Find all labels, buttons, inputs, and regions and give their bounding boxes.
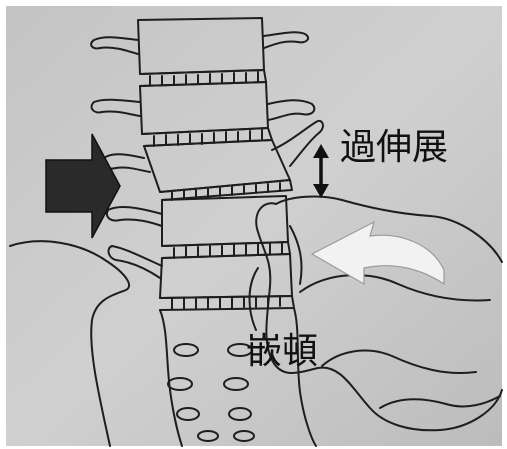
- impingement-label: 嵌頓: [246, 334, 318, 370]
- paper-background: [6, 6, 502, 446]
- hyperextension-label: 過伸展: [340, 130, 448, 166]
